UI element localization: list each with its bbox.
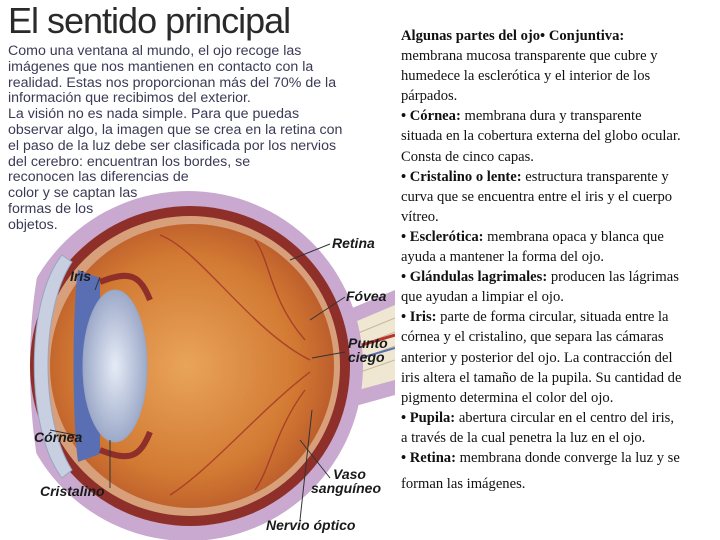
intro-line: observar algo, la imagen que se crea en …	[8, 121, 343, 138]
line-text: párpados.	[401, 88, 458, 105]
eye-illustration	[13, 191, 395, 540]
text-line: membrana mucosa transparente que cubre y	[401, 46, 720, 66]
line-text: situada en la cobertura externa del glob…	[401, 128, 681, 145]
text-line: ayuda a mantener la forma del ojo.	[401, 247, 720, 267]
line-text: curva que se encuentra entre el iris y e…	[401, 188, 673, 205]
label-retina: Retina	[332, 235, 375, 251]
line-text: que ayudan a limpiar el ojo.	[401, 289, 564, 306]
term-pupila: • Pupila:	[401, 409, 456, 426]
line-text: parte de forma circular, situada entre l…	[436, 309, 669, 326]
text-line: • Iris: parte de forma circular, situada…	[401, 307, 720, 327]
intro-line: el paso de la luz debe ser clasificada p…	[8, 137, 337, 154]
text-line: córnea y el cristalino, que separa las c…	[401, 327, 720, 347]
text-line: situada en la cobertura externa del glob…	[401, 126, 720, 146]
label-vaso-1: Vaso	[333, 466, 366, 482]
line-text: estructura transparente y	[521, 168, 669, 185]
label-cornea: Córnea	[34, 429, 83, 445]
eye-figure: El sentido principal Como una ventana al…	[8, 0, 395, 540]
label-fovea: Fóvea	[346, 288, 387, 304]
line-text: córnea y el cristalino, que separa las c…	[401, 329, 664, 346]
figure-title: El sentido principal	[8, 0, 291, 41]
lens	[82, 289, 148, 443]
text-line: a través de la cual penetra la luz en el…	[401, 428, 720, 448]
text-line: humedece la esclerótica y el interior de…	[401, 66, 720, 86]
line-text: pigmento determina el color del ojo.	[401, 389, 614, 406]
label-punto-ciego-2: ciego	[348, 349, 385, 365]
vessels	[159, 234, 311, 496]
intro-line: color y se captan las	[8, 185, 138, 202]
intro-line: del cerebro: encuentran los bordes, se	[8, 153, 251, 170]
text-line: vítreo.	[401, 207, 720, 227]
intro-line: realidad. Estas nos proporcionan más del…	[8, 74, 337, 91]
intro-line: formas de los	[8, 200, 94, 217]
text-line: Consta de cinco capas.	[401, 147, 720, 167]
intro-line: La visión no es nada simple. Para que pu…	[8, 106, 300, 123]
line-text: iris altera el tamaño de la pupila. Su c…	[401, 369, 682, 386]
parts-heading: Algunas partes del ojo•	[401, 28, 546, 44]
parts-description: Algunas partes del ojo• Conjuntiva: memb…	[401, 26, 720, 494]
term-cornea: • Córnea:	[401, 108, 461, 125]
line-text: vítreo.	[401, 208, 439, 225]
text-line: • Esclerótica: membrana opaca y blanca q…	[401, 227, 720, 247]
intro-line: objetos.	[8, 216, 58, 233]
label-iris: Iris	[70, 268, 92, 284]
line-text: a través de la cual penetra la luz en el…	[401, 429, 646, 446]
term-esclerotica: • Esclerótica:	[401, 228, 484, 245]
text-line: • Pupila: abertura circular en el centro…	[401, 408, 720, 428]
term-cristalino: • Cristalino o lente:	[401, 168, 522, 185]
text-line: iris altera el tamaño de la pupila. Su c…	[401, 368, 720, 388]
line-text: Consta de cinco capas.	[401, 148, 534, 165]
cornea	[33, 254, 73, 479]
intro-line: reconocen las diferencias de	[8, 169, 189, 186]
line-text: abertura circular en el centro del iris,	[455, 409, 674, 426]
term-iris: • Iris:	[401, 309, 437, 326]
label-nervio-optico: Nervio óptico	[266, 517, 356, 533]
term-conjuntiva: Conjuntiva:	[548, 28, 625, 44]
line-text: membrana dura y transparente	[460, 108, 642, 125]
text-line: curva que se encuentra entre el iris y e…	[401, 187, 720, 207]
text-line: • Glándulas lagrimales: producen las lág…	[401, 267, 720, 287]
term-glandulas: • Glándulas lagrimales:	[401, 269, 548, 286]
text-line: • Retina: membrana donde converge la luz…	[401, 448, 720, 468]
label-punto-ciego-1: Punto	[348, 335, 388, 351]
line-text: anterior y posterior del ojo. La contrac…	[401, 349, 673, 366]
line-text: humedece la esclerótica y el interior de…	[401, 68, 651, 85]
leader-lines	[49, 243, 346, 521]
text-line: • Córnea: membrana dura y transparente	[401, 106, 720, 126]
text-line: párpados.	[401, 86, 720, 106]
intro-line: Como una ventana al mundo, el ojo recoge…	[8, 43, 302, 59]
intro-line: imágenes que nos mantienen en contacto c…	[8, 58, 314, 75]
text-line: forman las imágenes.	[401, 474, 720, 494]
intro-line: información que recibimos del exterior.	[8, 90, 251, 107]
line-text: membrana donde converge la luz y se	[455, 449, 680, 466]
line-text: membrana opaca y blanca que	[483, 228, 664, 245]
line-text: membrana mucosa transparente que cubre y	[401, 48, 658, 65]
label-cristalino: Cristalino	[40, 483, 105, 499]
text-line-0: Algunas partes del ojo• Conjuntiva:	[401, 26, 720, 46]
text-line: pigmento determina el color del ojo.	[401, 388, 720, 408]
label-vaso-2: sanguíneo	[311, 480, 382, 496]
line-text: producen las lágrimas	[547, 269, 679, 286]
line-text: ayuda a mantener la forma del ojo.	[401, 249, 605, 266]
line-text: forman las imágenes.	[401, 476, 526, 493]
text-line: que ayudan a limpiar el ojo.	[401, 287, 720, 307]
figure-intro: Como una ventana al mundo, el ojo recoge…	[8, 43, 386, 234]
term-retina: • Retina:	[401, 449, 456, 466]
text-line: anterior y posterior del ojo. La contrac…	[401, 348, 720, 368]
text-line: • Cristalino o lente: estructura transpa…	[401, 167, 720, 187]
